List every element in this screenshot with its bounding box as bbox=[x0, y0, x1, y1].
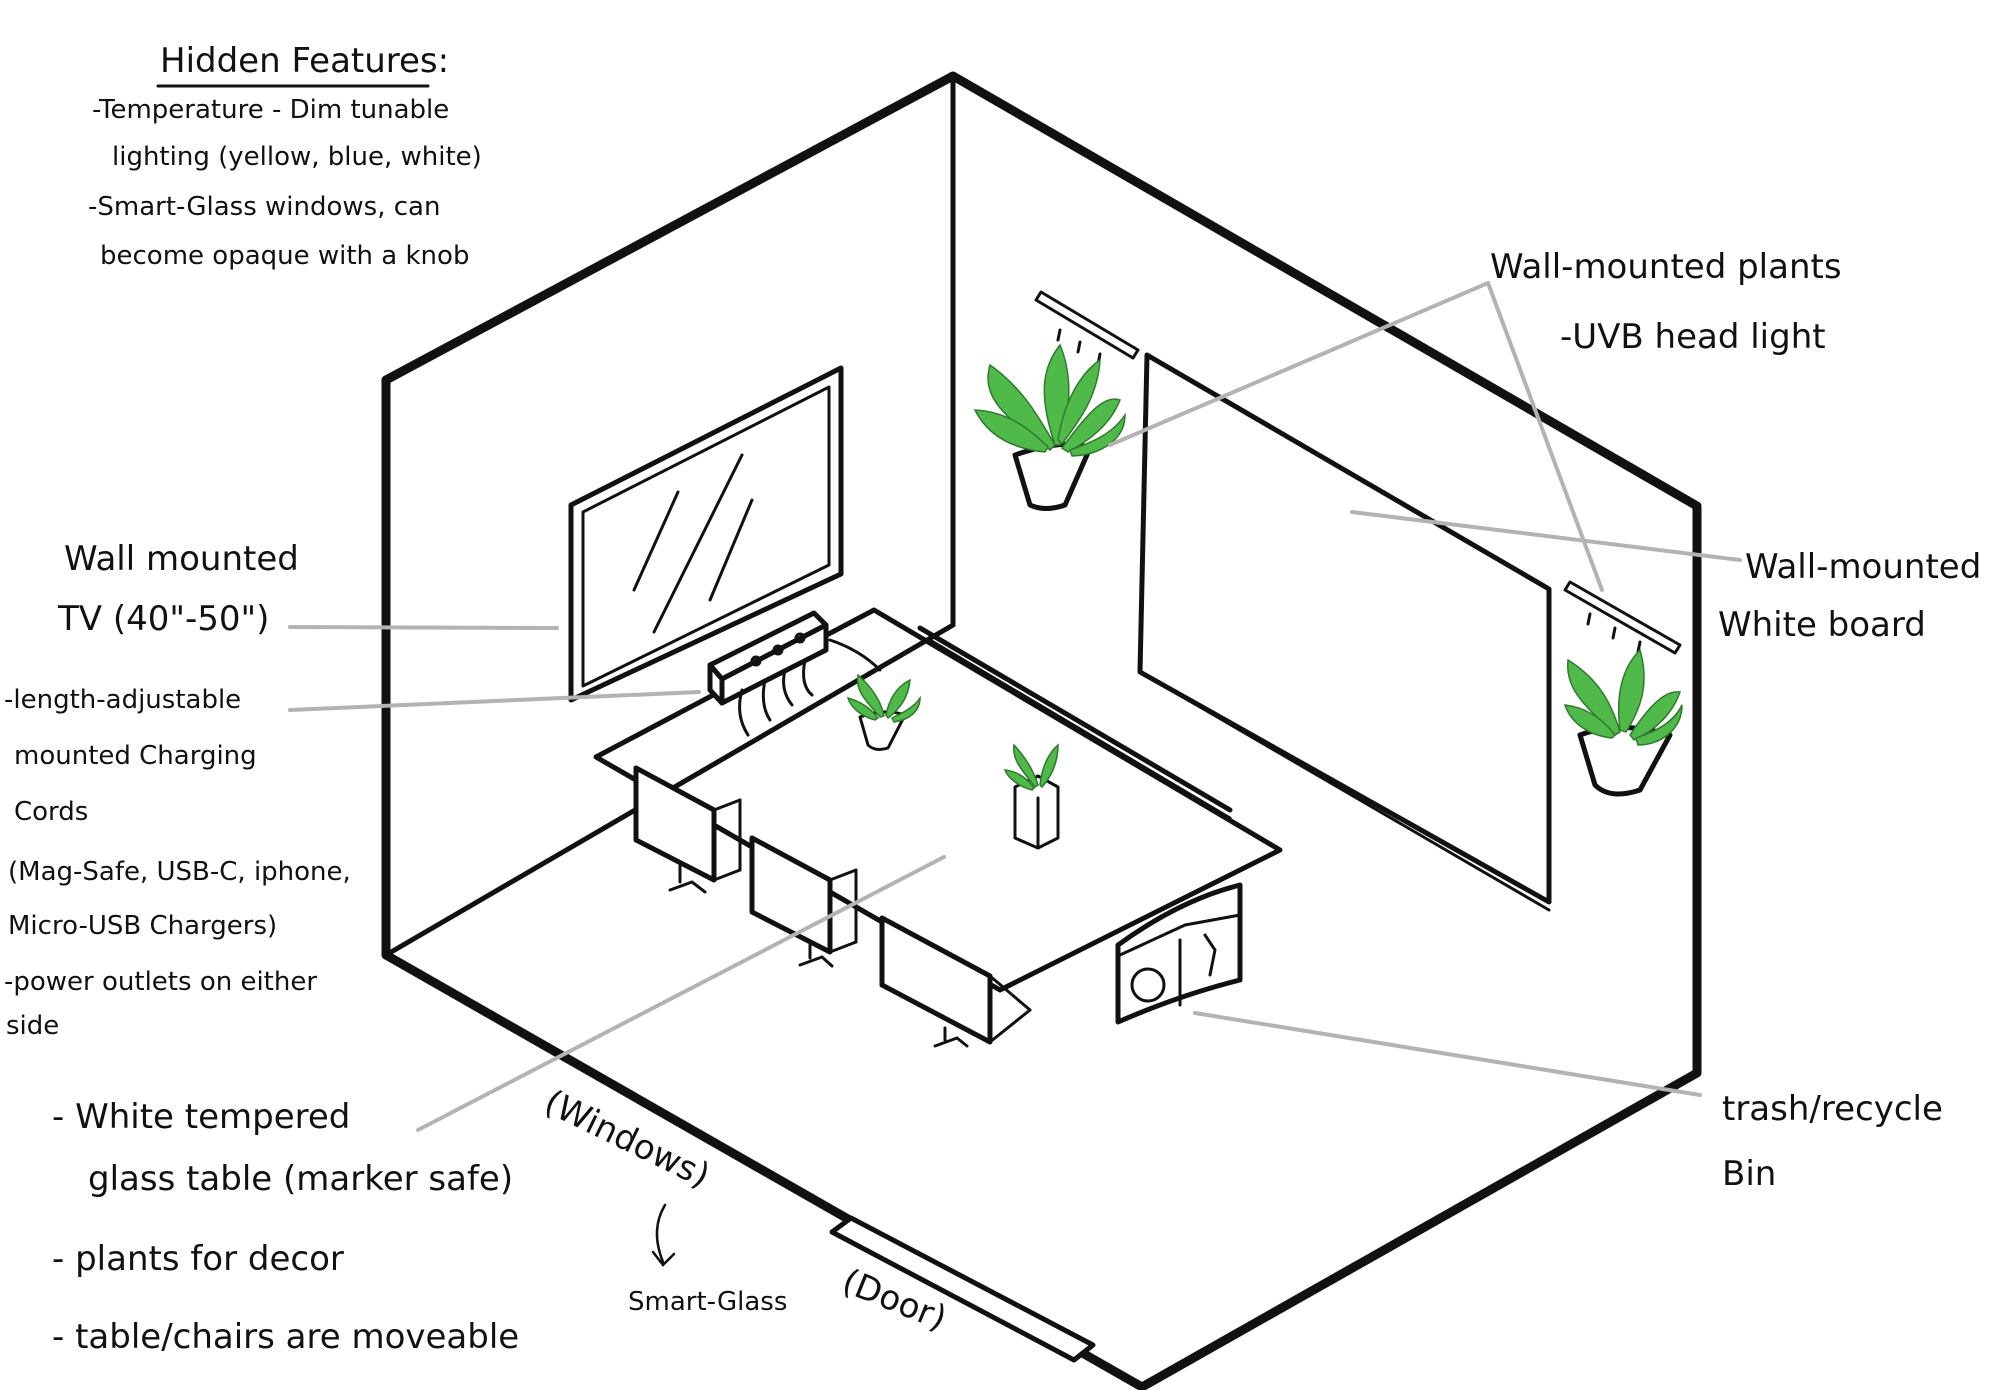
wall-plants-label-line-2: -UVB head light bbox=[1560, 317, 1826, 357]
charging-label-line-5: Micro-USB Chargers) bbox=[8, 911, 277, 941]
table-plant-pot bbox=[846, 673, 921, 751]
wall-tv bbox=[568, 365, 844, 703]
uvb-light-right bbox=[1563, 580, 1682, 655]
trash-label: trash/recycle Bin bbox=[1722, 1089, 1943, 1194]
trash-recycle-bin bbox=[1115, 882, 1243, 1025]
trash-label-line-2: Bin bbox=[1722, 1154, 1776, 1194]
chair-1 bbox=[633, 765, 742, 894]
leader-lines bbox=[288, 281, 1742, 1267]
wall-plant-left bbox=[973, 343, 1126, 511]
table-notes: - White tempered glass table (marker saf… bbox=[52, 1097, 519, 1357]
table-notes-line-2: glass table (marker safe) bbox=[88, 1159, 513, 1199]
whiteboard-label: Wall-mounted White board bbox=[1718, 547, 1981, 645]
door bbox=[829, 1215, 1096, 1363]
chair-3 bbox=[879, 915, 1032, 1048]
hidden-features-line-4: become opaque with a knob bbox=[100, 241, 469, 271]
hidden-features-line-2: lighting (yellow, blue, white) bbox=[112, 142, 482, 172]
whiteboard-label-line-2: White board bbox=[1718, 605, 1926, 645]
wall-whiteboard bbox=[1137, 352, 1552, 912]
table-notes-line-1: - White tempered bbox=[52, 1097, 350, 1137]
wall-plant-right bbox=[1563, 648, 1683, 797]
tv-label-line-1: Wall mounted bbox=[64, 539, 299, 579]
whiteboard-label-line-1: Wall-mounted bbox=[1745, 547, 1981, 587]
hidden-features-line-3: -Smart-Glass windows, can bbox=[88, 192, 440, 222]
table-plant-vase bbox=[1003, 743, 1060, 850]
charging-label-line-2: mounted Charging bbox=[14, 741, 257, 771]
wall-plants-label-line-1: Wall-mounted plants bbox=[1490, 247, 1842, 287]
charging-label-line-1: -length-adjustable bbox=[4, 685, 241, 715]
charging-label-line-4: (Mag-Safe, USB-C, iphone, bbox=[8, 857, 351, 887]
charging-label-line-7: side bbox=[6, 1011, 59, 1041]
smart-glass-label: Smart-Glass bbox=[628, 1287, 787, 1317]
windows-label: (Windows) bbox=[538, 1082, 716, 1196]
wall-plants-label: Wall-mounted plants -UVB head light bbox=[1490, 247, 1842, 357]
chair-2 bbox=[749, 835, 858, 968]
charging-hub bbox=[707, 610, 882, 737]
charging-label: -length-adjustable mounted Charging Cord… bbox=[4, 685, 351, 1041]
tv-label: Wall mounted TV (40"-50") bbox=[57, 539, 299, 639]
tv-label-line-2: TV (40"-50") bbox=[57, 599, 269, 639]
table-notes-line-4: - table/chairs are moveable bbox=[52, 1317, 519, 1357]
window-strip bbox=[917, 625, 1233, 820]
uvb-light-left bbox=[1034, 290, 1140, 366]
hidden-features-line-1: -Temperature - Dim tunable bbox=[92, 95, 449, 125]
hidden-features-note: Hidden Features: -Temperature - Dim tuna… bbox=[88, 41, 482, 271]
trash-label-line-1: trash/recycle bbox=[1722, 1089, 1943, 1129]
table-notes-line-3: - plants for decor bbox=[52, 1239, 344, 1279]
charging-label-line-3: Cords bbox=[14, 797, 88, 827]
charging-label-line-6: -power outlets on either bbox=[4, 967, 317, 997]
hidden-features-title: Hidden Features: bbox=[160, 41, 449, 81]
